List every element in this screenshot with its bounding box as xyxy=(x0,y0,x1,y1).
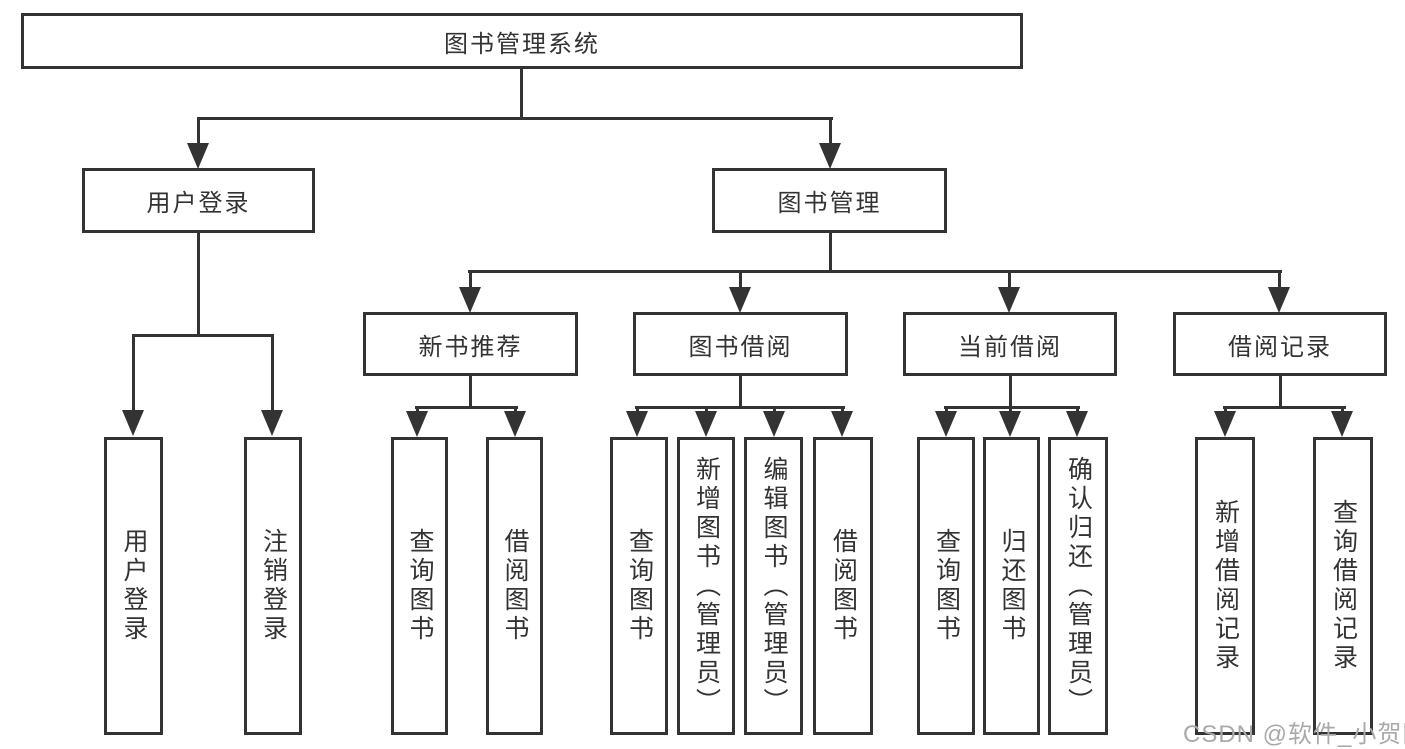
leaf-query-borrow-record: 查询借阅记录 xyxy=(1313,437,1373,735)
node-current-borrow: 当前借阅 xyxy=(903,312,1117,376)
node-user-login: 用户登录 xyxy=(82,168,315,233)
leaf-borrow-books-recommend: 借阅图书 xyxy=(486,437,543,735)
arrowhead-down-icon xyxy=(406,411,428,437)
connector xyxy=(829,233,832,272)
node-root: 图书管理系统 xyxy=(21,13,1023,69)
arrowhead-down-icon xyxy=(831,411,853,437)
node-book-borrow: 图书借阅 xyxy=(633,312,848,376)
leaf-logout: 注销登录 xyxy=(244,437,302,735)
leaf-return-books: 归还图书 xyxy=(983,437,1040,735)
connector xyxy=(271,334,274,412)
connector xyxy=(739,376,742,408)
connector xyxy=(469,376,472,408)
arrowhead-down-icon xyxy=(122,410,144,436)
connector xyxy=(944,406,1080,409)
connector xyxy=(1279,376,1282,408)
arrowhead-down-icon xyxy=(459,287,481,313)
arrowhead-down-icon xyxy=(1268,287,1290,313)
node-borrow-records: 借阅记录 xyxy=(1173,312,1387,376)
connector xyxy=(1341,406,1344,414)
leaf-query-books-recommend: 查询图书 xyxy=(391,437,448,735)
connector xyxy=(416,406,419,414)
arrowhead-down-icon xyxy=(261,410,283,436)
connector xyxy=(514,406,517,414)
leaf-user-login: 用户登录 xyxy=(104,437,163,735)
connector xyxy=(945,406,948,414)
connector xyxy=(841,406,844,414)
connector xyxy=(636,406,639,414)
connector xyxy=(1278,270,1281,290)
connector-main-branch xyxy=(197,117,833,120)
arrowhead-down-icon xyxy=(998,287,1020,313)
connector xyxy=(469,270,472,290)
leaf-add-borrow-record: 新增借阅记录 xyxy=(1195,437,1255,735)
connector xyxy=(1223,406,1346,409)
connector xyxy=(829,117,832,145)
arrowhead-down-icon xyxy=(504,411,526,437)
connector xyxy=(705,406,708,414)
arrowhead-down-icon xyxy=(729,287,751,313)
connector xyxy=(739,270,742,290)
arrowhead-down-icon xyxy=(695,411,717,437)
connector xyxy=(132,334,135,412)
connector xyxy=(197,117,200,145)
connector xyxy=(468,270,1282,273)
connector xyxy=(1008,270,1011,290)
arrowhead-down-icon xyxy=(626,411,648,437)
connector xyxy=(197,233,200,336)
arrowhead-down-icon xyxy=(763,411,785,437)
connector xyxy=(415,406,518,409)
leaf-edit-book-admin: 编辑图书（管理员） xyxy=(744,437,803,735)
connector-root-stem xyxy=(520,68,523,118)
arrowhead-down-icon xyxy=(999,411,1021,437)
leaf-query-books-borrow: 查询图书 xyxy=(610,437,668,735)
csdn-watermark: CSDN @软件_小贺同学 xyxy=(1183,721,1405,748)
connector xyxy=(773,406,776,414)
leaf-query-books-current: 查询图书 xyxy=(917,437,975,735)
connector xyxy=(1009,406,1012,414)
node-book-management: 图书管理 xyxy=(712,168,947,233)
leaf-add-book-admin: 新增图书（管理员） xyxy=(677,437,735,735)
connector xyxy=(1009,376,1012,408)
leaf-borrow-books: 借阅图书 xyxy=(813,437,873,735)
arrowhead-down-icon xyxy=(187,143,209,169)
arrowhead-down-icon xyxy=(935,411,957,437)
connector xyxy=(132,334,274,337)
arrowhead-down-icon xyxy=(819,143,841,169)
connector xyxy=(1076,406,1079,414)
arrowhead-down-icon xyxy=(1214,411,1236,437)
node-new-book-recommend: 新书推荐 xyxy=(363,312,578,376)
arrowhead-down-icon xyxy=(1331,411,1353,437)
arrowhead-down-icon xyxy=(1066,411,1088,437)
leaf-confirm-return-admin: 确认归还（管理员） xyxy=(1048,437,1108,735)
connector xyxy=(635,406,845,409)
connector xyxy=(1224,406,1227,414)
